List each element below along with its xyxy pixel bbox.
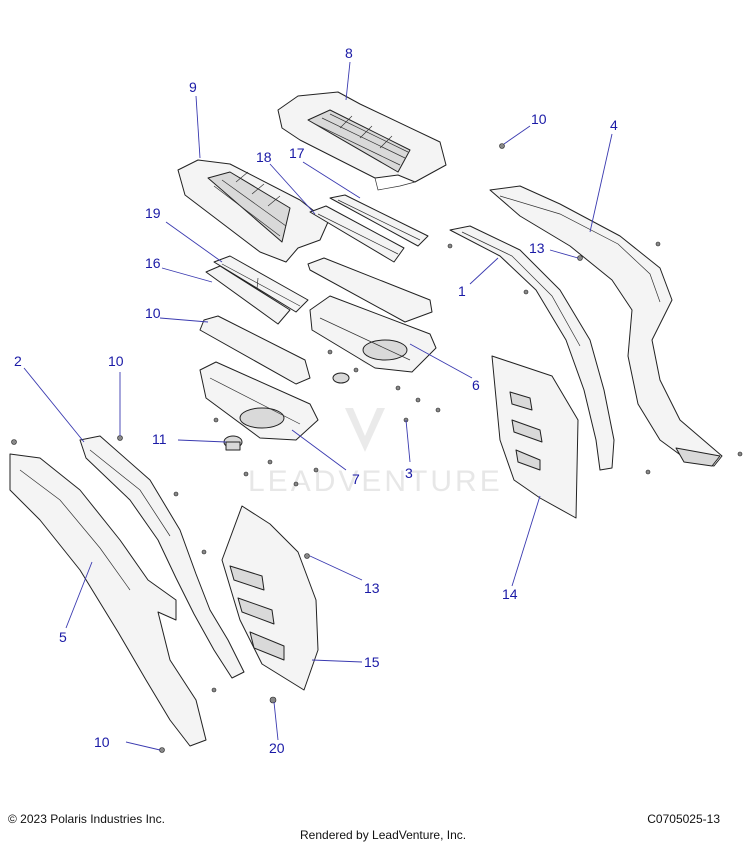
part-5-fender-left-inner	[9, 453, 207, 747]
callout-5: 5	[59, 629, 67, 645]
part-18-seal	[309, 205, 405, 263]
part-11-gasket	[199, 315, 311, 385]
part-4-fender-right	[489, 185, 723, 467]
callout-10-bottom: 10	[94, 734, 110, 750]
callout-8: 8	[345, 45, 353, 61]
part-7-airbox-lower	[199, 361, 319, 441]
callout-13-left: 13	[364, 580, 380, 596]
callout-3: 3	[405, 465, 413, 481]
copyright-text: © 2023 Polaris Industries Inc.	[8, 812, 165, 826]
callout-17: 16	[145, 255, 161, 271]
part-12b-knob	[332, 372, 350, 384]
part-6-airbox-upper	[307, 257, 437, 373]
callout-6: 6	[472, 377, 480, 393]
callout-16: 17	[289, 145, 305, 161]
callout-20: 20	[269, 740, 285, 756]
rendered-by-text: Rendered by LeadVenture, Inc.	[300, 828, 467, 842]
callout-10-top: 10	[531, 111, 547, 127]
part-15-splash-panel	[221, 505, 319, 691]
callout-19: 19	[145, 205, 161, 221]
part-17-screen	[205, 265, 291, 325]
part-12-knob	[223, 435, 243, 451]
watermark-text: LEADVENTURE	[248, 465, 503, 498]
callout-18: 18	[256, 149, 272, 165]
part-8-upper-grille	[277, 91, 447, 191]
drawing-number: C0705025-13	[647, 812, 720, 826]
callout-9: 9	[189, 79, 197, 95]
callout-4: 4	[610, 117, 618, 133]
leader-lines	[23, 61, 613, 751]
callout-11: 10	[145, 305, 161, 321]
callout-7: 7	[352, 471, 360, 487]
part-1-fender-inner	[449, 225, 615, 471]
callout-15: 15	[364, 654, 380, 670]
part-9-lower-grille	[177, 159, 329, 263]
callout-13-right: 13	[529, 240, 545, 256]
callout-1: 1	[458, 283, 466, 299]
callout-12: 11	[152, 431, 167, 447]
part-2-fender-left	[79, 435, 245, 679]
part-16-seal	[329, 194, 429, 247]
callout-labels: 8 9 10 4 18 17 19 13 16 1 10 2 10 6 11 3…	[14, 45, 618, 756]
callout-14: 14	[502, 586, 518, 602]
callout-10-left: 10	[108, 353, 124, 369]
hardware-fasteners	[11, 143, 743, 753]
part-14-splash-panel	[491, 355, 579, 519]
callout-2: 2	[14, 353, 22, 369]
